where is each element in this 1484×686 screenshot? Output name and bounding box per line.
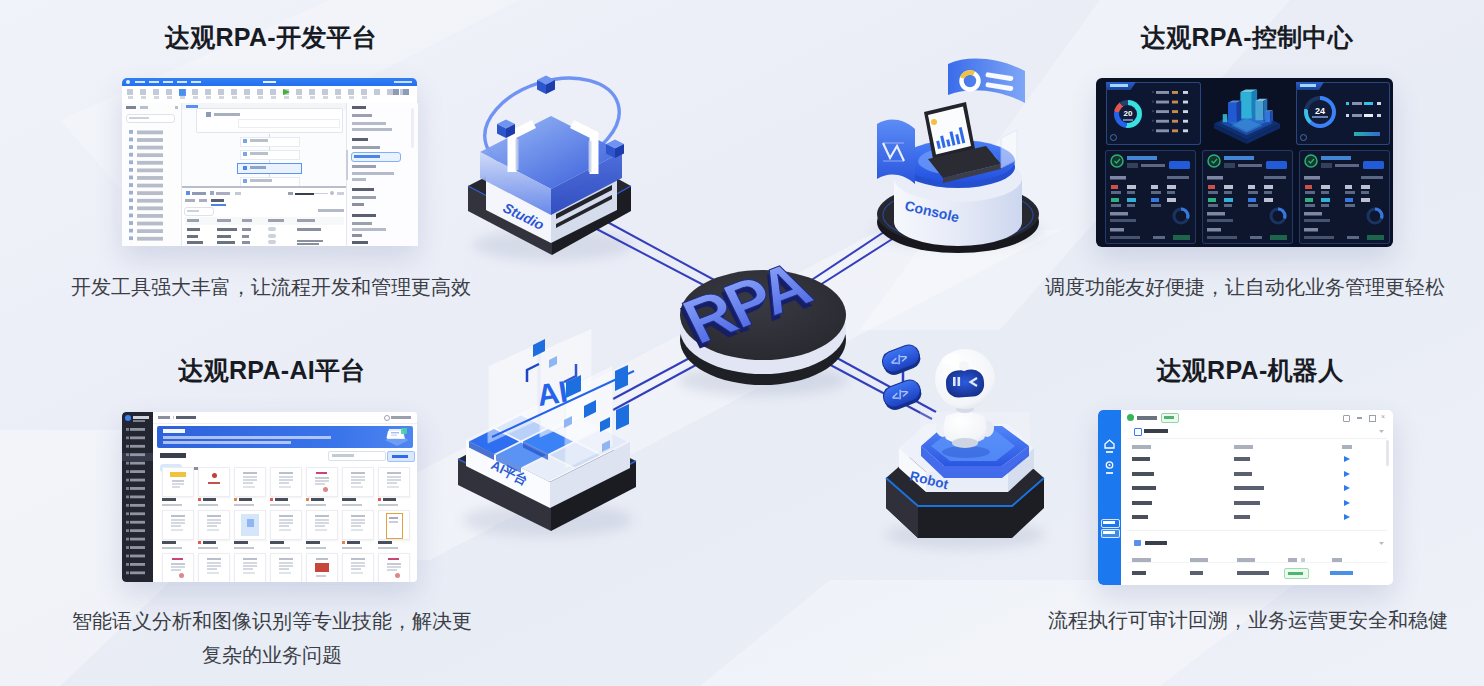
svg-text:AI: AI <box>535 375 570 412</box>
